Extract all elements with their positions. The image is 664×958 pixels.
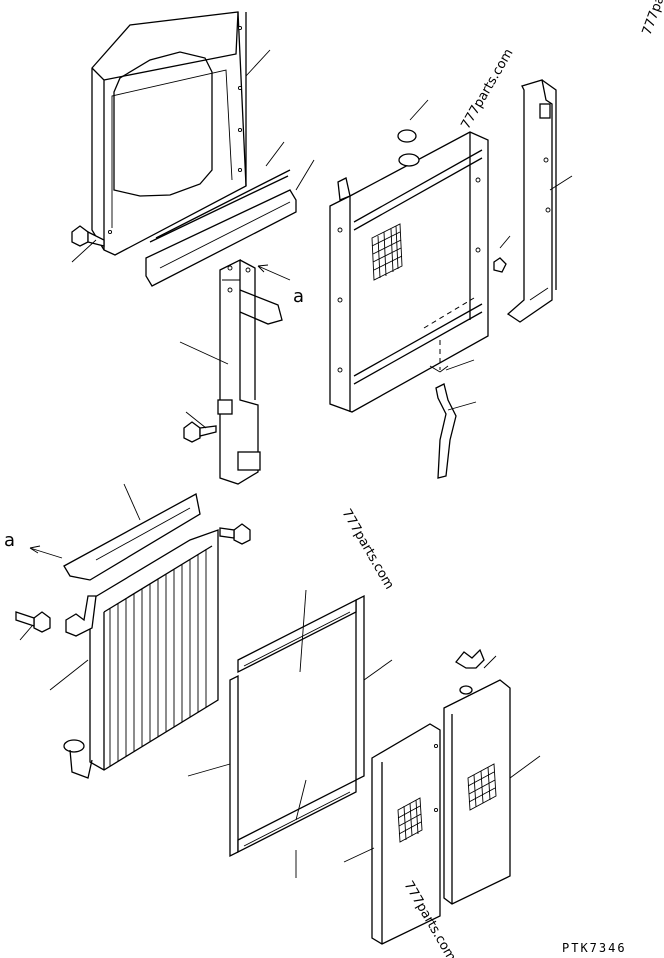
bolt-cooler-right	[219, 523, 251, 545]
fan-shroud	[91, 11, 247, 256]
cover-left	[371, 723, 441, 945]
oil-cooler	[63, 493, 219, 779]
wing-nut	[455, 648, 485, 695]
watermark-radiator: 777parts.com	[458, 46, 516, 132]
bolt-bracket	[183, 421, 217, 443]
watermark-top-right: 777parts.com	[640, 0, 664, 37]
view-arrow-top	[257, 264, 291, 281]
radiator	[329, 129, 507, 413]
cover-right	[443, 679, 511, 905]
bolt-shroud	[71, 225, 105, 247]
callout-a-left: a	[4, 530, 15, 551]
view-arrow-left	[29, 545, 63, 559]
leader-lines	[19, 49, 573, 878]
right-bracket	[506, 79, 557, 323]
watermark-bottom: 777parts.com	[401, 879, 459, 958]
watermark-center: 777parts.com	[339, 507, 397, 593]
bolt-cooler-left	[15, 611, 51, 633]
callout-a-top: a	[293, 286, 304, 307]
drawing-code: PTK7346	[562, 941, 627, 955]
left-bracket	[217, 258, 283, 485]
seal-strips	[145, 169, 297, 287]
overflow-hose	[435, 383, 457, 479]
